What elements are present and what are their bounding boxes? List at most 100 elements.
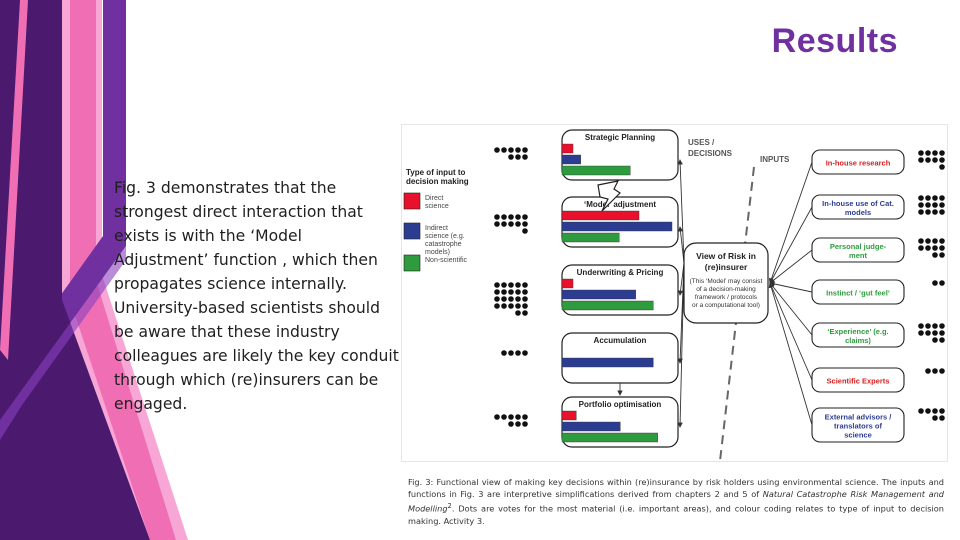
- vote-dot: [522, 350, 528, 356]
- decision-arrow-2: [677, 262, 685, 296]
- vote-dot: [508, 296, 514, 302]
- vote-dot: [508, 303, 514, 309]
- vote-dot: [515, 310, 521, 316]
- decision-label-4: Portfolio optimisation: [579, 400, 662, 409]
- vote-dot: [515, 289, 521, 295]
- vote-dot: [939, 195, 945, 201]
- decision-bar-4-indirect: [561, 421, 621, 432]
- decision-bar-4-non_scientific: [561, 432, 658, 443]
- vote-dot: [925, 202, 931, 208]
- vote-dot: [501, 414, 507, 420]
- vote-dot: [925, 157, 931, 163]
- view-of-risk-note: of a decision-making: [696, 286, 756, 293]
- vote-dot: [925, 245, 931, 251]
- vote-dot: [932, 337, 938, 343]
- vote-dot: [508, 147, 514, 153]
- vote-dot: [508, 282, 514, 288]
- view-of-risk-note: or a computational tool): [692, 302, 760, 309]
- vote-dot: [501, 221, 507, 227]
- legend-label-2: Non-scientific: [425, 257, 468, 264]
- vote-dot: [918, 157, 924, 163]
- view-of-risk-title-2: (re)insurer: [705, 262, 748, 272]
- input-label-2: Personal judge-: [830, 242, 887, 251]
- decision-label-2: Underwriting & Pricing: [577, 268, 664, 277]
- vote-dot: [508, 350, 514, 356]
- decision-bar-2-indirect: [561, 289, 636, 300]
- input-label-1: models: [845, 208, 871, 217]
- input-arrow-0: [768, 161, 813, 284]
- vote-dot: [508, 414, 514, 420]
- input-votes-5: [925, 368, 945, 374]
- decision-arrow-0: [677, 159, 685, 264]
- figure-caption: Fig. 3: Functional view of making key de…: [408, 476, 944, 527]
- vote-dot: [939, 280, 945, 286]
- input-votes-6: [918, 408, 945, 421]
- slide-title: Results: [771, 22, 898, 60]
- input-votes-1: [918, 195, 945, 215]
- vote-dot: [939, 408, 945, 414]
- vote-dot: [508, 154, 514, 160]
- vote-dot: [515, 303, 521, 309]
- input-label-1: In-house use of Cat.: [822, 199, 894, 208]
- decision-votes-1: [494, 214, 528, 234]
- vote-dot: [925, 323, 931, 329]
- legend-label-1: Indirect: [425, 225, 448, 232]
- input-label-2: ment: [849, 251, 867, 260]
- vote-dot: [522, 154, 528, 160]
- vote-dot: [939, 202, 945, 208]
- vote-dot: [494, 289, 500, 295]
- uses-label-line-1: USES /: [688, 138, 715, 147]
- vote-dot: [925, 368, 931, 374]
- vote-dot: [939, 368, 945, 374]
- decision-arrow-1: [677, 226, 685, 264]
- vote-dot: [515, 147, 521, 153]
- decision-bar-2-direct: [561, 278, 574, 289]
- vote-dot: [932, 195, 938, 201]
- decision-votes-3: [501, 350, 528, 356]
- vote-dot: [522, 296, 528, 302]
- legend-swatch-0: [403, 192, 421, 210]
- vote-dot: [918, 238, 924, 244]
- decision-bar-1-non_scientific: [561, 232, 620, 243]
- decision-bar-4-direct: [561, 410, 577, 421]
- legend-label-1: science (e.g.: [425, 233, 465, 240]
- vote-dot: [508, 221, 514, 227]
- input-label-4: ‘Experience’ (e.g.: [827, 327, 888, 336]
- vote-dot: [494, 214, 500, 220]
- vote-dot: [522, 228, 528, 234]
- input-arrow-5: [769, 282, 813, 381]
- vote-dot: [515, 282, 521, 288]
- input-label-0: In-house research: [826, 159, 891, 168]
- decision-arrow-4: [677, 262, 685, 428]
- vote-dot: [918, 408, 924, 414]
- vote-dot: [501, 289, 507, 295]
- vote-dot: [932, 238, 938, 244]
- vote-dot: [925, 209, 931, 215]
- vote-dot: [932, 323, 938, 329]
- vote-dot: [939, 330, 945, 336]
- decision-bar-2-non_scientific: [561, 300, 654, 311]
- vote-dot: [932, 202, 938, 208]
- vote-dot: [508, 421, 514, 427]
- decision-bar-1-direct: [561, 210, 640, 221]
- vote-dot: [515, 421, 521, 427]
- vote-dot: [522, 303, 528, 309]
- vote-dot: [494, 282, 500, 288]
- vote-dot: [932, 157, 938, 163]
- vote-dot: [522, 289, 528, 295]
- vote-dot: [522, 421, 528, 427]
- legend-label-0: Direct: [425, 195, 443, 202]
- input-label-3: Instinct / ‘gut feel’: [826, 289, 890, 298]
- vote-dot: [918, 202, 924, 208]
- vote-dot: [925, 238, 931, 244]
- purple-ribbon-lower: [0, 246, 126, 440]
- vote-dot: [494, 414, 500, 420]
- vote-dot: [494, 221, 500, 227]
- vote-dot: [501, 303, 507, 309]
- view-of-risk-note: framework / protocols: [695, 294, 758, 301]
- pink-ribbon-tip: [0, 0, 28, 360]
- vote-dot: [932, 245, 938, 251]
- vote-dot: [939, 157, 945, 163]
- vote-dot: [939, 323, 945, 329]
